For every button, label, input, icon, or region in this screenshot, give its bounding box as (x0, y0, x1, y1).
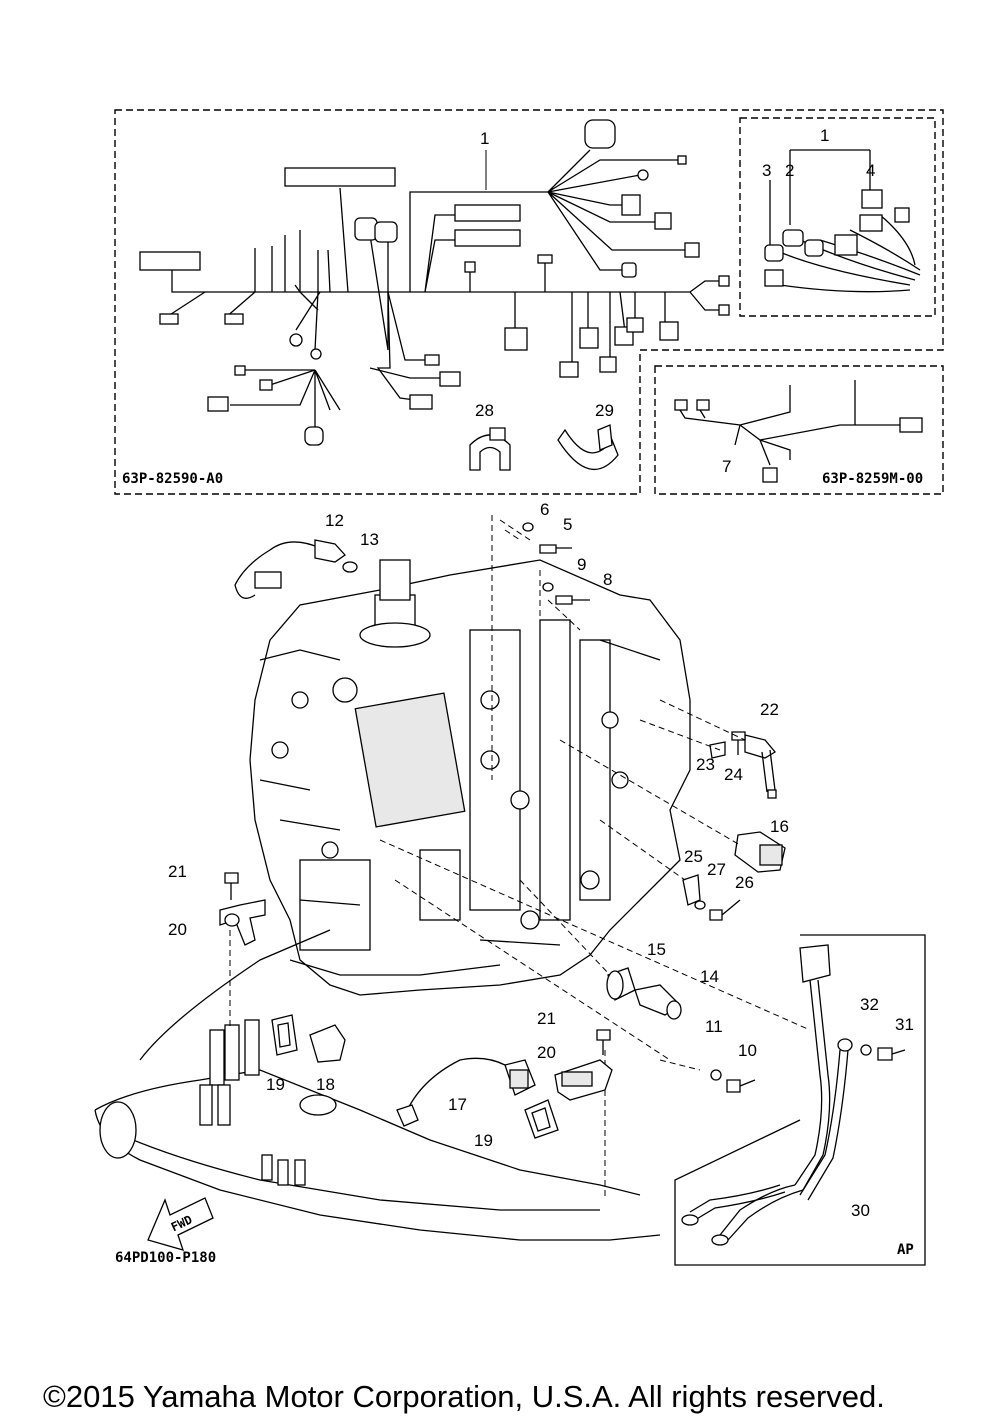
parts-group (147, 515, 926, 1266)
figure-code: 64PD100-P180 (115, 1250, 216, 1266)
callout-20: 20 (168, 920, 187, 939)
callout-8: 8 (603, 570, 612, 589)
callout-32: 32 (860, 995, 879, 1014)
callout-22: 22 (760, 700, 779, 719)
engine-block (249, 559, 691, 996)
callout-29: 29 (595, 401, 614, 420)
callout-18: 18 (316, 1075, 335, 1094)
wire-harness-code: 63P-82590-A0 (122, 471, 223, 487)
callout-3: 3 (762, 161, 771, 180)
copyright-notice: ©2015 Yamaha Motor Corporation, U.S.A. A… (43, 1379, 885, 1414)
bottom-cowling (94, 929, 661, 1241)
callout-1: 1 (480, 129, 489, 148)
callout-31: 31 (895, 1015, 914, 1034)
callout-17: 17 (448, 1095, 467, 1114)
callout-20b: 20 (537, 1043, 556, 1062)
callout-4: 4 (866, 161, 875, 180)
callout-12: 12 (325, 511, 344, 530)
callout-19b: 19 (474, 1131, 493, 1150)
callout-7: 7 (722, 457, 731, 476)
callout-28: 28 (475, 401, 494, 420)
callout-2: 2 (785, 161, 794, 180)
callout-6: 6 (540, 500, 549, 519)
callout-25: 25 (684, 847, 703, 866)
callout-9: 9 (577, 555, 586, 574)
callout-11: 11 (705, 1017, 723, 1036)
callout-21b: 21 (537, 1009, 556, 1028)
callout-14: 14 (700, 967, 719, 986)
callout-23: 23 (696, 755, 715, 774)
callout-19: 19 (266, 1075, 285, 1094)
callout-13: 13 (360, 530, 379, 549)
callout-15: 15 (647, 940, 666, 959)
variant-label: AP (897, 1242, 914, 1258)
callout-24: 24 (724, 765, 743, 784)
sub-harness-code: 63P-8259M-00 (822, 471, 923, 487)
callout-26: 26 (735, 873, 754, 892)
callout-1-inset: 1 (820, 126, 829, 145)
callout-30: 30 (851, 1201, 870, 1220)
callout-27: 27 (707, 860, 726, 879)
callout-10: 10 (738, 1041, 757, 1060)
callout-labels: 1 1 2 3 4 5 6 7 8 9 10 11 12 13 14 15 16… (168, 126, 914, 1220)
callout-5: 5 (563, 515, 572, 534)
callout-21: 21 (168, 862, 187, 881)
callout-16: 16 (770, 817, 789, 836)
wire-harness-panel (114, 109, 944, 495)
